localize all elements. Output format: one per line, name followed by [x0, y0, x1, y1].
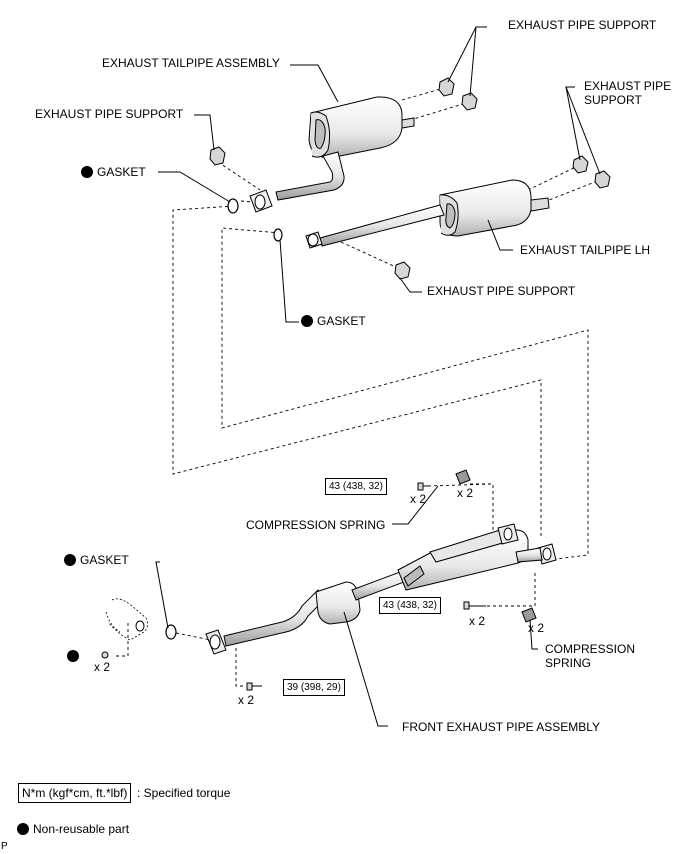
exhaust-pipe-supports: [209, 77, 611, 280]
label-exhaust-pipe-support-top: EXHAUST PIPE SUPPORT: [508, 18, 657, 32]
exhaust-tailpipe-lh: [305, 179, 550, 249]
exhaust-manifold-outline: [105, 598, 148, 641]
label-exhaust-pipe-support-right: EXHAUST PIPE SUPPORT: [584, 79, 672, 107]
gasket-mid-text: GASKET: [317, 314, 366, 328]
label-exhaust-pipe-support-left: EXHAUST PIPE SUPPORT: [35, 107, 184, 121]
label-gasket-mid: GASKET: [301, 314, 366, 328]
non-reusable-dot-icon: [81, 166, 93, 178]
label-exhaust-tailpipe-lh: EXHAUST TAILPIPE LH: [520, 243, 651, 257]
gasket-upper-text: GASKET: [97, 165, 146, 179]
corner-mark: P: [1, 841, 8, 852]
fasteners: [101, 469, 537, 691]
gasket-rings: [165, 198, 283, 640]
label-exhaust-tailpipe-assembly: EXHAUST TAILPIPE ASSEMBLY: [102, 56, 280, 70]
non-reusable-dot-icon: [67, 650, 79, 662]
torque-spec-right: 43 (438, 32): [379, 597, 441, 614]
legend-non-reusable-text: Non-reusable part: [33, 822, 130, 836]
label-compression-spring-lower: COMPRESSION SPRING: [545, 642, 636, 670]
legend-torque-unit: N*m (kgf*cm, ft.*lbf): [18, 783, 132, 803]
qty-bolt-right: x 2: [469, 614, 486, 628]
label-compression-spring-upper: COMPRESSION SPRING: [246, 518, 386, 532]
label-front-exhaust-pipe-assembly: FRONT EXHAUST PIPE ASSEMBLY: [402, 720, 601, 734]
label-exhaust-pipe-support-mid: EXHAUST PIPE SUPPORT: [427, 284, 576, 298]
exhaust-tailpipe-assembly: [249, 96, 415, 213]
torque-spec-upper: 43 (438, 32): [325, 478, 387, 495]
leader-lines: [155, 26, 601, 727]
nut-non-reusable-marker: [67, 649, 83, 663]
legend-non-reusable: Non-reusable part: [17, 822, 129, 836]
qty-nut-left: x 2: [94, 660, 111, 674]
manifold-flange: [135, 620, 145, 632]
label-gasket-lower: GASKET: [64, 553, 129, 567]
non-reusable-dot-icon: [301, 315, 313, 327]
qty-bolt-lower: x 2: [238, 693, 255, 707]
non-reusable-dot-icon: [64, 554, 76, 566]
legend-torque-description: : Specified torque: [137, 786, 231, 800]
gasket-lower-text: GASKET: [80, 553, 129, 567]
torque-spec-lower: 39 (398, 29): [283, 679, 345, 696]
qty-spring-right: x 2: [528, 621, 545, 635]
non-reusable-dot-icon: [17, 823, 29, 835]
qty-spring-upper: x 2: [457, 486, 474, 500]
label-gasket-upper: GASKET: [81, 165, 146, 179]
qty-bolt-upper: x 2: [410, 492, 427, 506]
front-exhaust-pipe-assembly: [205, 523, 557, 655]
